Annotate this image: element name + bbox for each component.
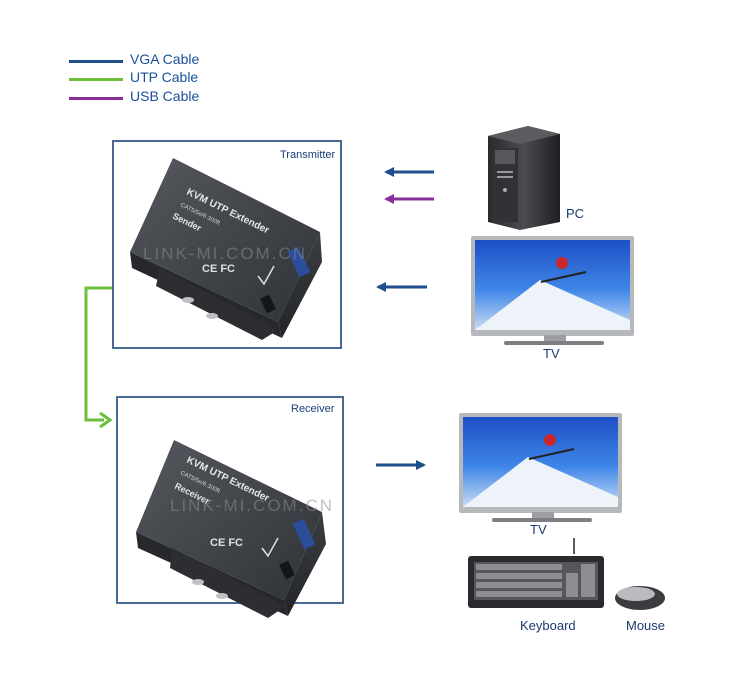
utp-arrowhead [99,411,113,429]
legend-utp-line [69,78,123,81]
pc-icon [488,126,560,230]
keyboard-caption: Keyboard [520,618,576,633]
watermark-bottom: LINK-MI.COM.CN [170,496,334,515]
pc-caption: PC [566,206,585,221]
mouse-caption: Mouse [626,618,666,633]
utp-cable [84,286,112,422]
legend-utp-label: UTP Cable [130,69,199,85]
watermark-top: LINK-MI.COM.CN [143,244,307,263]
receiver-ce-mark: CE FC [210,537,243,549]
receiver-device: KVM UTP Extender CAT5/5e/6 300ft Receive… [136,440,326,618]
keyboard-icon [468,538,604,608]
legend-usb-line [69,97,123,100]
legend-vga-line [69,60,123,63]
tv-bottom-icon [459,413,622,522]
legend-vga-label: VGA Cable [130,51,200,67]
receiver-label: Receiver [291,403,335,415]
legend-usb-label: USB Cable [130,88,200,104]
transmitter-label: Transmitter [280,149,336,161]
mouse-icon [615,586,665,610]
tv-bottom-caption: TV [530,522,547,537]
sender-device: KVM UTP Extender CAT5/5e/6 300ft Sender … [130,158,322,340]
receiver-check-icon [261,537,279,558]
tv-top-caption: TV [543,346,560,361]
sender-ce-mark: CE FC [202,263,235,275]
tv-top-icon [471,236,634,345]
sender-check-icon [257,265,275,286]
